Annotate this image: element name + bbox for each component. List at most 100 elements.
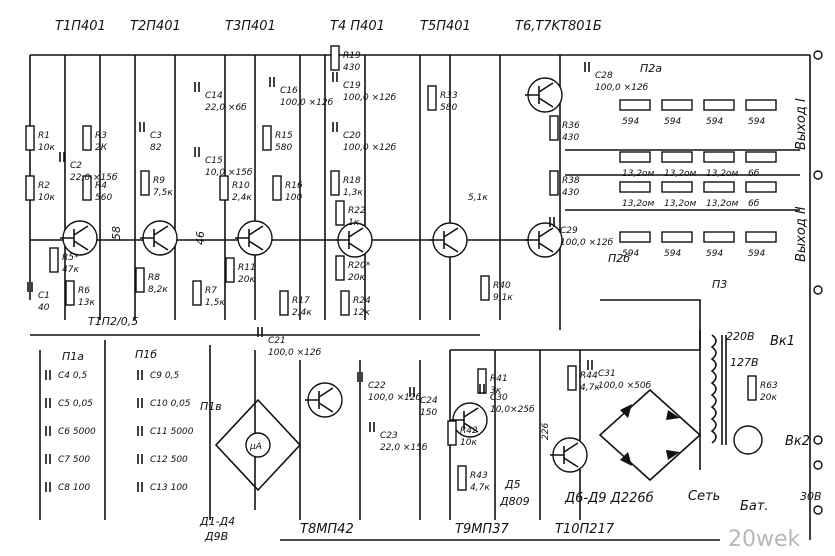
switch-vk1-label: Вк1 [770, 334, 795, 349]
terminal-icon [813, 505, 823, 515]
resistor-ref-label: R9 [153, 176, 165, 186]
resistor-ref-label: R41 [490, 374, 508, 384]
resistor-icon [745, 231, 777, 243]
switch-vk2-label: Вк2 [785, 434, 810, 449]
capacitor-value-label: 150 [420, 408, 437, 418]
tone-capacitor-label: C7 500 [58, 455, 90, 465]
resistor-icon [140, 170, 150, 196]
capacitor-icon [45, 398, 51, 408]
resistor-icon [619, 99, 651, 111]
resistor-ref-label: R8 [148, 273, 160, 283]
resistor-icon [703, 99, 735, 111]
capacitor-icon [257, 327, 263, 337]
resistor-icon [549, 170, 559, 196]
resistor-icon [335, 200, 345, 226]
resistor-icon [447, 420, 457, 446]
resistor-icon [82, 125, 92, 151]
battery-label: Бат. [740, 499, 769, 514]
resistor-value-label: 4,7к [580, 383, 600, 393]
resistor-value-label: 1,5к [205, 298, 225, 308]
resistor-ref-label: R44 [580, 371, 598, 381]
output-resistor-value: 13,2ом [664, 169, 697, 179]
tone-capacitor-label: C5 0,05 [58, 399, 93, 409]
resistor-value-label: 2,4к [292, 308, 312, 318]
zener-d5-label: Д5 [504, 478, 521, 491]
terminal-icon [813, 435, 823, 445]
output-1-label: Выход I [794, 98, 809, 150]
capacitor-value-label: 10,0 ×15б [205, 168, 253, 178]
switch-p3-label: П3 [712, 278, 727, 291]
resistor-icon [745, 181, 777, 193]
resistor-icon [661, 181, 693, 193]
output-resistor-value: 13,2ом [622, 169, 655, 179]
resistor-icon [335, 255, 345, 281]
capacitor-value-label: 40 [38, 303, 50, 313]
resistor-ref-label: R38 [562, 176, 580, 186]
resistor-ref-label: R36 [562, 121, 580, 131]
capacitor-icon [332, 72, 338, 82]
capacitor-value-label: 100,0 ×12б [595, 83, 649, 93]
resistor-icon [457, 465, 467, 491]
capacitor-value-label: 100,0 ×12б [343, 93, 397, 103]
terminal-icon [813, 460, 823, 470]
resistor-ref-label: R19 [343, 51, 361, 61]
resistor-ref-label: R24 [353, 296, 371, 306]
transistor-label: T10П217 [555, 522, 615, 537]
capacitor-value-label: 100,0 ×12б [268, 348, 322, 358]
capacitor-icon [45, 454, 51, 464]
resistor-ref-label: R17 [292, 296, 310, 306]
resistor-icon [745, 151, 777, 163]
resistor-icon [225, 257, 235, 283]
capacitor-icon [45, 482, 51, 492]
resistor-value-label: 580 [275, 143, 292, 153]
capacitor-ref-label: C20 [343, 131, 361, 141]
capacitor-ref-label: C16 [280, 86, 298, 96]
tone-capacitor-label: C10 0,05 [150, 399, 191, 409]
resistor-value-label: 9,1к [493, 293, 513, 303]
capacitor-ref-label: C1 [38, 291, 50, 301]
capacitor-icon [45, 370, 51, 380]
capacitor-icon [587, 360, 593, 370]
resistor-value-label: 2,4к [232, 193, 252, 203]
resistor-icon [549, 115, 559, 141]
resistor-icon [480, 275, 490, 301]
resistor-icon [49, 247, 59, 273]
resistor-icon [330, 45, 340, 71]
switch-p1b-label: П1б [135, 348, 157, 361]
terminal-icon [813, 50, 823, 60]
capacitor-value-label: 22,0 ×15б [380, 443, 428, 453]
terminal-icon [813, 170, 823, 180]
resistor-icon [619, 231, 651, 243]
resistor-ref-label: R7 [205, 286, 217, 296]
capacitor-icon [137, 370, 143, 380]
capacitor-value-label: 22,0 ×15б [70, 173, 118, 183]
capacitor-value-label: 100,0 ×12б [368, 393, 422, 403]
lamp-icon [733, 425, 763, 455]
terminal-icon [813, 285, 823, 295]
microammeter-icon [245, 432, 271, 458]
resistor-5k1-label: 5,1к [468, 193, 488, 203]
capacitor-icon [137, 482, 143, 492]
capacitor-icon [269, 77, 275, 87]
resistor-value-label: 430 [562, 188, 579, 198]
resistor-value-label: 20к [238, 275, 255, 285]
resistor-ref-label: R22 [348, 206, 366, 216]
resistor-icon [272, 175, 282, 201]
resistor-ref-label: R2 [38, 181, 50, 191]
capacitor-icon [409, 387, 415, 397]
resistor-value-label: 10к [38, 193, 55, 203]
diode-bridge-right [598, 388, 702, 482]
output-resistor-value: 13,2ом [664, 199, 697, 209]
resistor-icon [703, 151, 735, 163]
resistor-value-label: 1,3к [343, 188, 363, 198]
stage-wiring [30, 55, 800, 520]
output-resistor-value: 13,2ом [622, 199, 655, 209]
resistor-value-label: 8,2к [148, 285, 168, 295]
capacitor-icon [194, 147, 200, 157]
capacitor-icon [137, 426, 143, 436]
resistor-ref-label: R1 [38, 131, 50, 141]
resistor-ref-label: R5* [62, 253, 79, 263]
resistor-icon [25, 175, 35, 201]
resistor-icon [192, 280, 202, 306]
output-resistor-value: 594 [748, 117, 765, 127]
